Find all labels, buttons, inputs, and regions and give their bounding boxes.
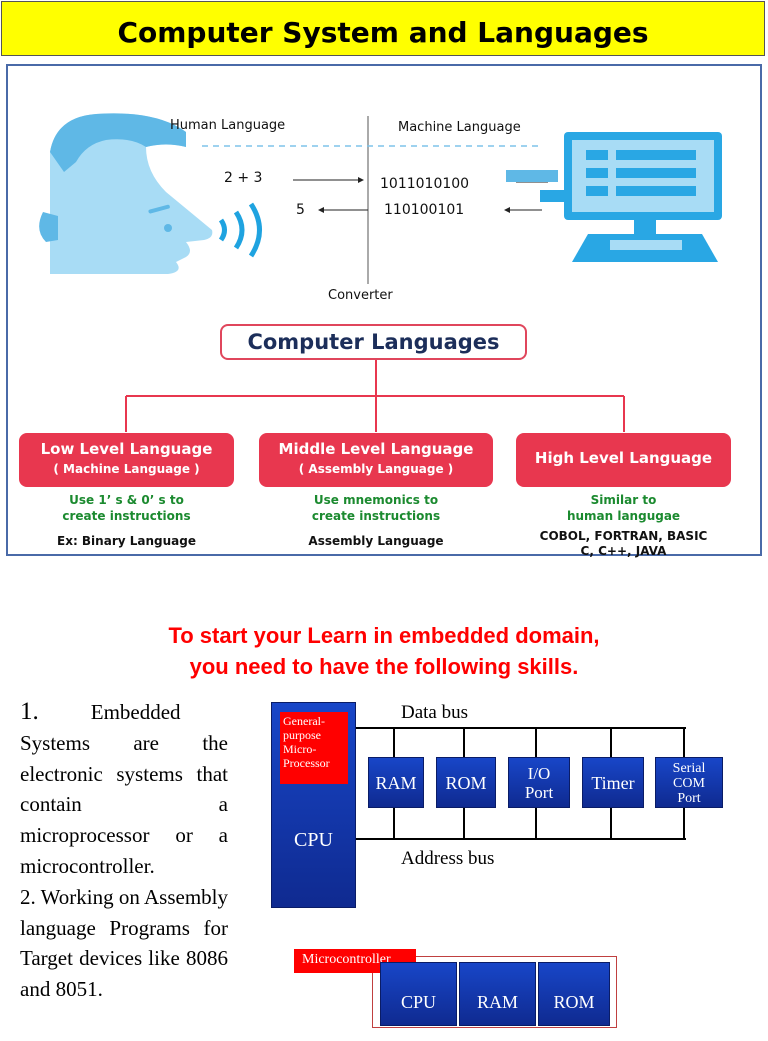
low-level-example: Ex: Binary Language xyxy=(57,534,196,548)
skill-item-1: 1.Embedded Systems are the electronic sy… xyxy=(20,697,228,882)
high-level-description: Similar to human langugae xyxy=(516,492,731,524)
general-purpose-tag: General-purpose Micro-Processor xyxy=(280,712,348,784)
low-level-subtitle: ( Machine Language ) xyxy=(53,462,200,476)
mcu-ram-block: RAM xyxy=(459,962,536,1026)
serial-com-port-block: Serial COM Port xyxy=(655,757,723,808)
io-port-block: I/O Port xyxy=(508,757,570,808)
low-level-desc-line2: create instructions xyxy=(62,509,191,523)
languages-diagram: Human Language Machine Language 2 + 3 5 … xyxy=(6,64,762,559)
low-level-box: Low Level Language ( Machine Language ) xyxy=(19,433,234,487)
ram-block: RAM xyxy=(368,757,424,808)
computer-icon xyxy=(506,132,722,262)
expression-output: 5 xyxy=(296,202,305,218)
high-level-example: COBOL, FORTRAN, BASIC C, C++, JAVA xyxy=(516,529,731,559)
rom-block: ROM xyxy=(436,757,496,808)
cpu-label: CPU xyxy=(294,829,333,851)
high-level-example-line2: C, C++, JAVA xyxy=(580,544,667,558)
human-language-label: Human Language xyxy=(170,118,286,133)
binary-output: 110100101 xyxy=(384,202,465,218)
mcu-rom-block: ROM xyxy=(538,962,610,1026)
binary-input: 1011010100 xyxy=(380,176,470,192)
converter-label: Converter xyxy=(328,288,393,303)
converter-lines xyxy=(202,116,548,284)
low-level-description: Use 1’ s & 0’ s to create instructions xyxy=(19,492,234,524)
timer-block: Timer xyxy=(582,757,644,808)
middle-level-desc-line1: Use mnemonics to xyxy=(313,493,439,507)
skills-paragraph: 1.Embedded Systems are the electronic sy… xyxy=(20,697,228,1005)
skill-item-1-number: 1. xyxy=(20,698,39,725)
skill-item-2: 2. Working on Assembly language Programs… xyxy=(20,884,228,1002)
page-title: Computer System and Languages xyxy=(117,16,649,49)
tree-connectors xyxy=(125,360,625,432)
data-bus-label: Data bus xyxy=(401,702,469,723)
human-head-icon xyxy=(39,113,262,274)
middle-level-description: Use mnemonics to create instructions xyxy=(259,492,493,524)
high-level-title: High Level Language xyxy=(534,449,713,467)
address-bus-label: Address bus xyxy=(401,848,495,869)
microcontroller-tag: Microcontroller xyxy=(294,949,416,973)
machine-language-label: Machine Language xyxy=(398,120,521,135)
high-level-desc-line1: Similar to xyxy=(590,493,657,507)
high-level-desc-line2: human langugae xyxy=(566,509,681,523)
middle-level-desc-line2: create instructions xyxy=(311,509,441,523)
low-level-title: Low Level Language xyxy=(40,440,213,458)
middle-level-subtitle: ( Assembly Language ) xyxy=(298,462,454,476)
middle-level-example: Assembly Language xyxy=(308,534,444,548)
computer-languages-box: Computer Languages xyxy=(220,324,527,360)
skills-heading-line1: To start your Learn in embedded domain, xyxy=(168,623,600,648)
high-level-example-line1: COBOL, FORTRAN, BASIC xyxy=(539,529,708,543)
high-level-box: High Level Language xyxy=(516,433,731,487)
middle-level-title: Middle Level Language xyxy=(278,440,474,458)
middle-level-box: Middle Level Language ( Assembly Languag… xyxy=(259,433,493,487)
mcu-cpu-block: CPU xyxy=(380,962,457,1026)
bus-lines xyxy=(350,727,686,840)
skills-heading-line2: you need to have the following skills. xyxy=(189,654,579,679)
expression-input: 2 + 3 xyxy=(224,170,263,186)
low-level-desc-line1: Use 1’ s & 0’ s to xyxy=(69,493,184,507)
title-bar: Computer System and Languages xyxy=(1,1,765,56)
skill-item-1-text: Embedded Systems are the electronic syst… xyxy=(20,700,228,878)
